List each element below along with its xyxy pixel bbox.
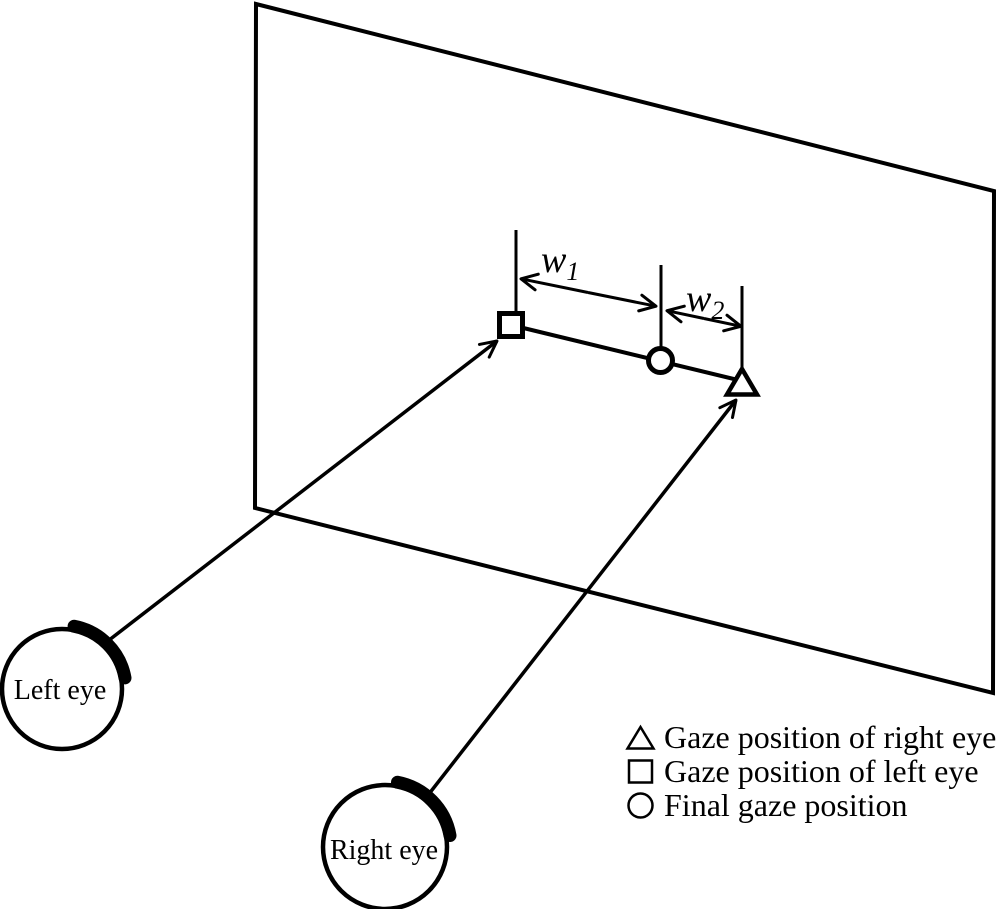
legend-item-left-eye: Gaze position of left eye [627, 753, 979, 789]
w2-arrow-left-half [665, 304, 705, 324]
right-eye-gaze-marker-triangle [723, 364, 761, 397]
legend-item-final-gaze: Final gaze position [627, 787, 908, 823]
right-eye-gaze-ray [423, 398, 738, 801]
legend: Gaze position of right eye Gaze position… [625, 719, 996, 823]
legend-label-right-eye: Gaze position of right eye [664, 719, 996, 755]
w2-dimension-arrow [665, 304, 743, 333]
w1-arrow-right-half [587, 291, 658, 313]
right-eye-circle [320, 782, 450, 909]
w1-dimension-arrow [519, 272, 658, 313]
screen-plane [252, 1, 997, 696]
w2-label-base: w [686, 278, 712, 320]
right-eye: Right eye [320, 775, 457, 909]
left-eye: Left eye [0, 619, 132, 752]
legend-label-left-eye: Gaze position of left eye [664, 753, 979, 789]
square-icon [627, 759, 654, 784]
left-eye-label: Left eye [14, 675, 107, 706]
w2-arrow-right-half [703, 313, 743, 333]
legend-label-final-gaze: Final gaze position [664, 787, 908, 823]
final-gaze-marker-circle [646, 346, 675, 375]
right-eye-cornea-crescent [391, 775, 457, 842]
w1-label-base: w [541, 239, 567, 281]
left-eye-gaze-marker-square [497, 311, 525, 339]
w1-arrow-left-half [519, 272, 589, 294]
w1-label: w1 [541, 239, 579, 286]
legend-item-right-eye: Gaze position of right eye [625, 719, 996, 755]
left-eye-circle [0, 626, 125, 752]
w1-label-subscript: 1 [566, 257, 579, 286]
w2-label-subscript: 2 [711, 296, 724, 325]
marker-connector-line [510, 323, 743, 383]
left-eye-cornea-crescent [67, 619, 132, 685]
circle-icon [627, 792, 654, 819]
w2-label: w2 [686, 278, 724, 325]
left-eye-gaze-ray [102, 339, 499, 646]
right-eye-label: Right eye [330, 835, 438, 866]
triangle-icon [625, 724, 656, 750]
